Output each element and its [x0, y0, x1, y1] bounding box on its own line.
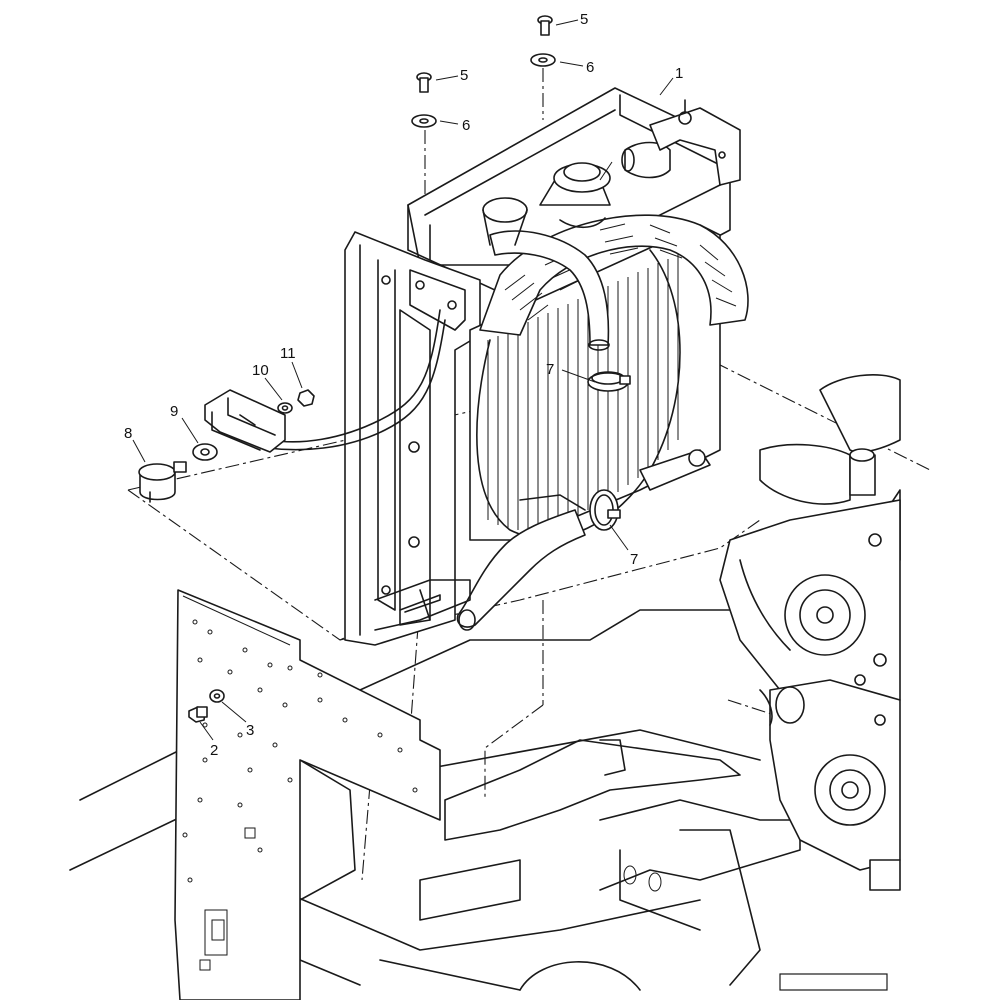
- bolt-5-right: [537, 15, 553, 36]
- washer-10: [277, 402, 293, 414]
- callout-8: 8: [124, 425, 132, 442]
- callout-leaders: [132, 19, 674, 741]
- callout-7-lower: 7: [630, 551, 638, 568]
- rubber-mount: [138, 461, 187, 503]
- callout-6-left: 6: [462, 117, 470, 134]
- washer-3: [209, 689, 225, 703]
- bolt-2: [188, 706, 208, 723]
- callout-3: 3: [246, 722, 254, 739]
- bolt-5-left: [416, 72, 432, 93]
- washer-9: [192, 443, 218, 461]
- hose-clamp-lower: [589, 489, 621, 531]
- callout-labels: 1 5 5 6 6 7 7 8 9 10 11 2 3: [124, 11, 683, 759]
- callout-1: 1: [675, 65, 683, 82]
- plate-holes: [182, 619, 418, 883]
- washer-6-right: [530, 53, 556, 67]
- hose-clamp-upper: [587, 371, 631, 392]
- callout-9: 9: [170, 403, 178, 420]
- callout-5-left: 5: [460, 67, 468, 84]
- callout-2: 2: [210, 742, 218, 759]
- callout-11: 11: [280, 345, 296, 362]
- nut-11: [297, 389, 315, 407]
- side-mounting-plate: [174, 589, 441, 1000]
- washer-6-left: [411, 114, 437, 128]
- engine-block: [719, 374, 901, 891]
- overflow-tube: [269, 309, 441, 443]
- callout-7-upper: 7: [546, 361, 554, 378]
- reference-box: [779, 973, 888, 991]
- radiator-core-fins: [487, 254, 679, 530]
- radiator-cap: [539, 161, 613, 229]
- callout-10: 10: [252, 362, 269, 379]
- callout-5-right: 5: [580, 11, 588, 28]
- callout-6-right: 6: [586, 59, 594, 76]
- reservoir-bracket: [204, 389, 286, 453]
